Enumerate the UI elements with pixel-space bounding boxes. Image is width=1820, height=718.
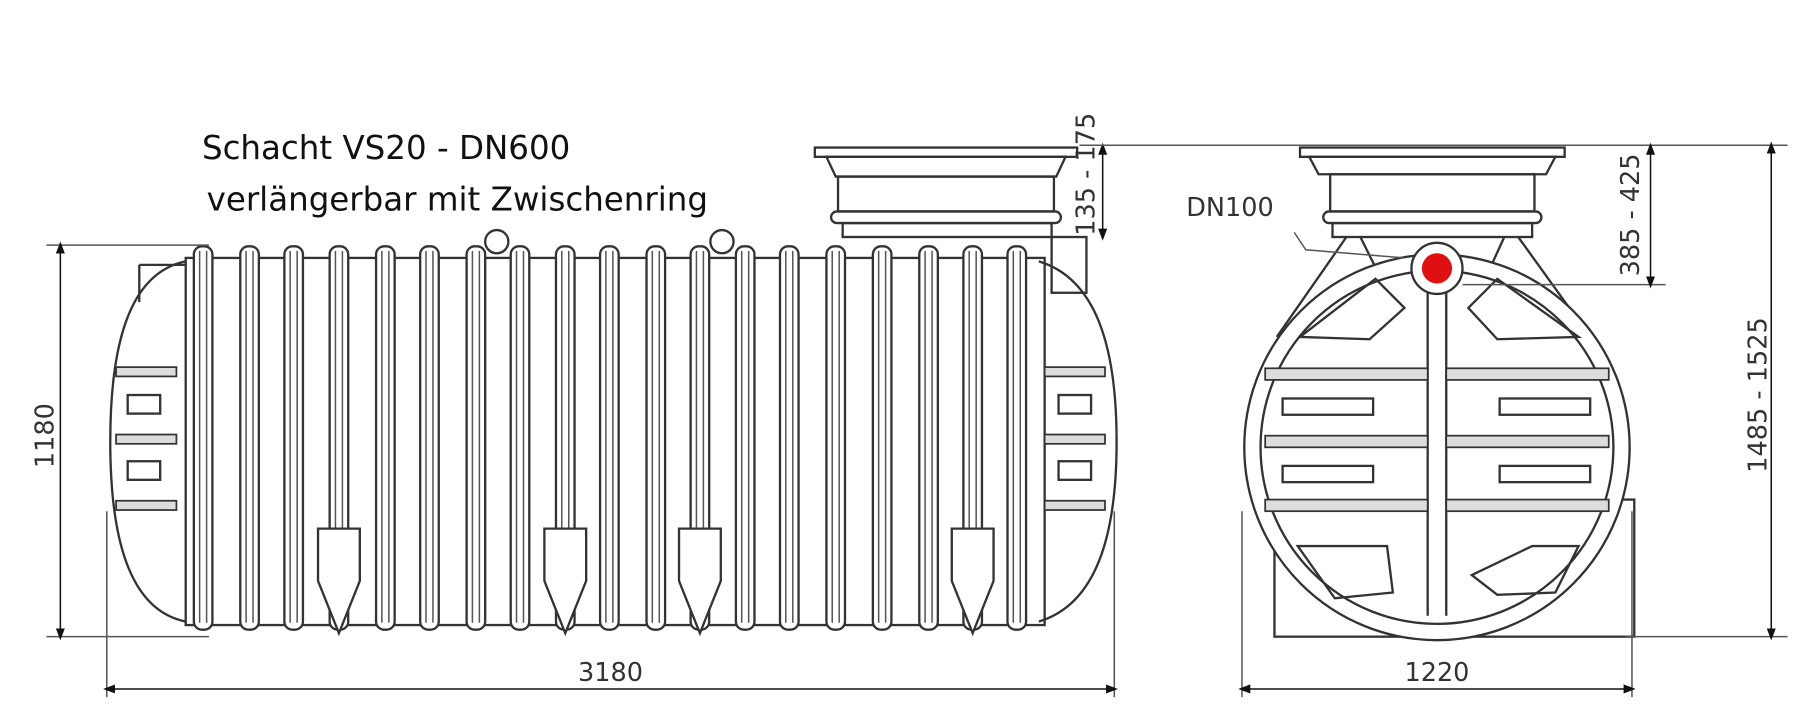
handle-slot: [126, 460, 162, 481]
handle-slot: [1057, 393, 1093, 415]
tank-rib: [374, 245, 396, 631]
handle-slot: [1057, 460, 1093, 481]
tank-rib: [598, 245, 620, 631]
dim-tank-height: 1180: [30, 403, 60, 468]
dim-shaft-height: 135 - 175: [1072, 113, 1102, 236]
tank-foot: [316, 527, 361, 637]
tank-rib: [192, 245, 214, 631]
tank-rib: [825, 245, 847, 631]
tank-rib: [419, 245, 440, 631]
tank-rib: [645, 245, 667, 631]
inlet-marker: [1421, 253, 1453, 284]
title-line-2: verlängerbar mit Zwischenring: [207, 180, 708, 218]
left-end-cap: [109, 260, 186, 623]
tank-rib: [918, 245, 940, 631]
tank-foot: [543, 527, 588, 637]
label-inlet: DN100: [1186, 193, 1273, 223]
dim-tank-width: 1220: [1404, 658, 1469, 688]
tank-rib: [465, 245, 487, 631]
front-view: DN100 385 - 425 1485 - 1525 1220: [1186, 141, 1788, 698]
tank-rib: [283, 245, 305, 631]
end-cap-handles: [115, 366, 1106, 511]
side-view: 1180 3180 135 - 175: [30, 113, 1119, 698]
handle-slot: [126, 393, 162, 415]
dim-tank-length: 3180: [578, 658, 643, 688]
dim-inlet-depth: 385 - 425: [1616, 153, 1646, 276]
tank-rib: [871, 245, 893, 631]
tank-foot: [950, 527, 995, 637]
tank-rib: [734, 245, 756, 631]
tank-ribs: [192, 245, 1028, 637]
lifting-eye: [484, 228, 510, 255]
tank-foot: [677, 527, 722, 637]
title-line-1: Schacht VS20 - DN600: [202, 129, 570, 167]
lifting-eye: [709, 228, 735, 255]
tank-rib: [1006, 245, 1028, 631]
tank-rib: [509, 245, 531, 631]
tank-rib: [778, 245, 800, 631]
dim-total-height: 1485 - 1525: [1744, 317, 1774, 472]
shaft: [813, 146, 1088, 294]
tank-rib: [239, 245, 260, 631]
